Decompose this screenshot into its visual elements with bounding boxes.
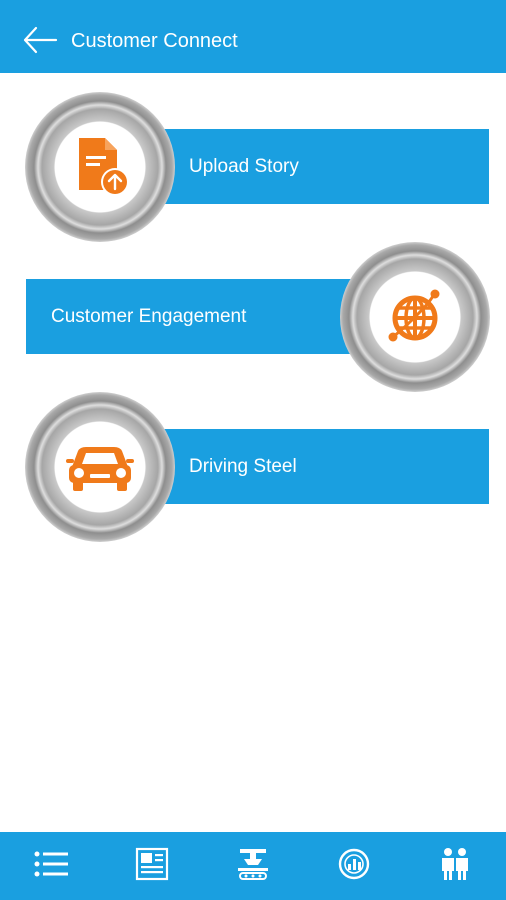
bottom-navigation [0,832,506,900]
car-icon [55,422,145,512]
globe-network-icon [370,272,460,362]
driving-steel-card[interactable]: Driving Steel [0,392,506,542]
page-title: Customer Connect [71,30,238,52]
customer-engagement-ring [340,242,490,392]
nav-menu-button[interactable] [28,843,74,889]
customer-engagement-bar [26,279,386,354]
factory-machine-icon [236,847,270,886]
people-icon [437,847,473,886]
newspaper-icon [135,847,169,886]
back-arrow-icon [22,26,58,59]
analytics-chart-icon [337,847,371,886]
nav-people-button[interactable] [432,843,478,889]
back-button[interactable] [20,24,60,60]
nav-analytics-button[interactable] [331,843,377,889]
upload-story-label: Upload Story [189,155,299,177]
upload-document-icon [55,122,145,212]
upload-story-bar [130,129,489,204]
nav-factory-button[interactable] [230,843,276,889]
nav-news-button[interactable] [129,843,175,889]
customer-engagement-label: Customer Engagement [51,305,247,327]
upload-story-card[interactable]: Upload Story [0,92,506,242]
upload-story-ring [25,92,175,242]
list-menu-icon [34,851,68,882]
driving-steel-ring [25,392,175,542]
customer-engagement-card[interactable]: Customer Engagement [0,242,506,392]
driving-steel-label: Driving Steel [189,455,297,477]
app-header: Customer Connect [0,0,506,73]
driving-steel-bar [130,429,489,504]
